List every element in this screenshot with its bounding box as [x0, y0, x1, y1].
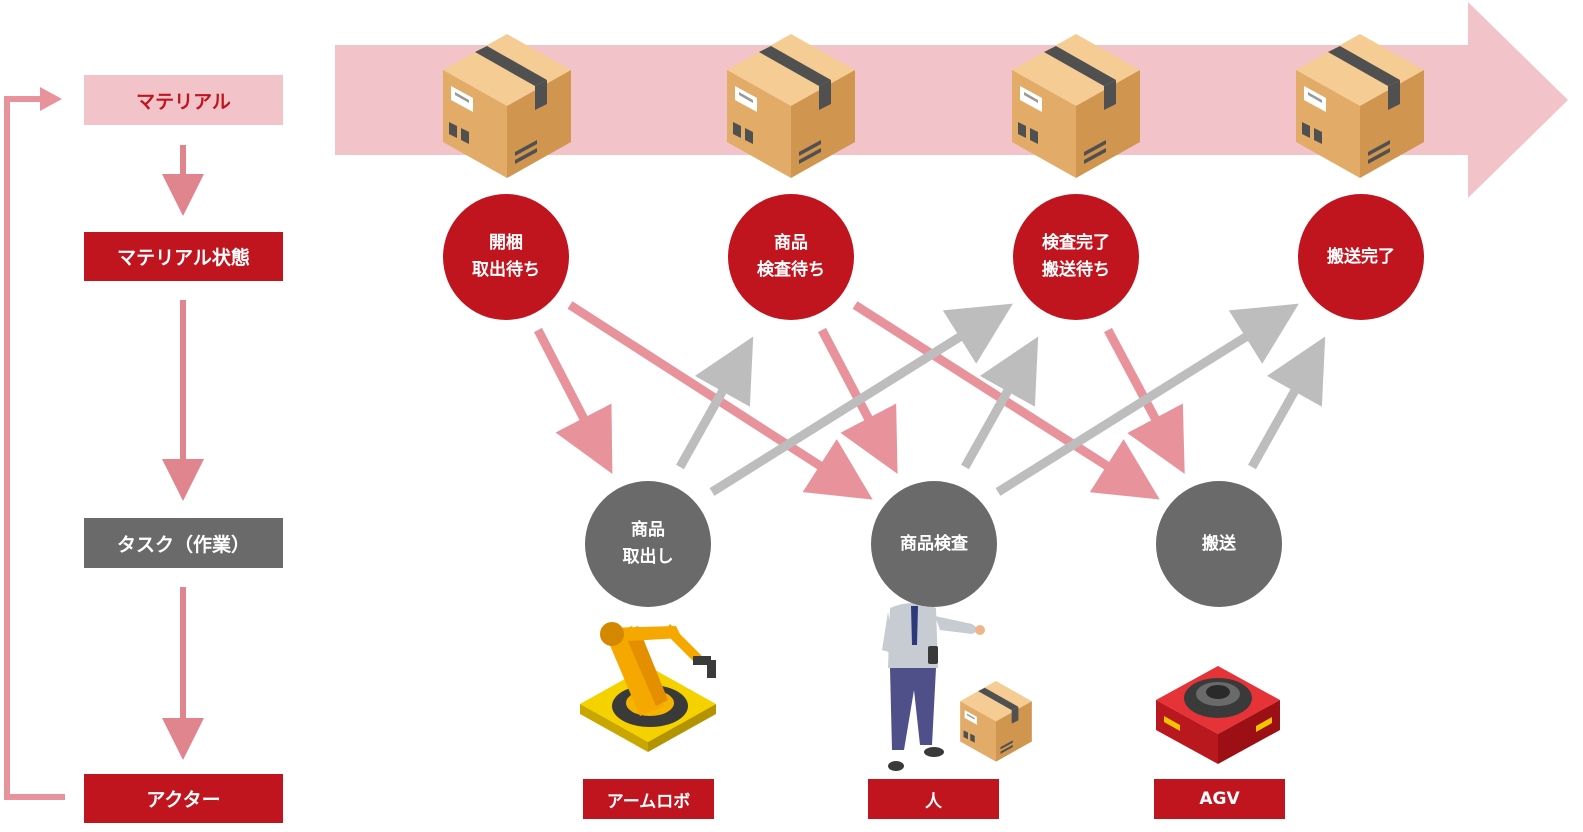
flow-arrow-task1-state3 [709, 303, 1013, 496]
task-label: 商品 取出し [622, 520, 674, 567]
material-flow-arrow [335, 2, 1568, 198]
task-circle-pick: 商品 取出し [585, 481, 711, 607]
state-circle-transport-done: 搬送完了 [1298, 194, 1424, 320]
legend-material: マテリアル [84, 75, 283, 125]
flow-arrow-task2-state3 [961, 336, 1039, 470]
flow-arrow-task1-state2 [676, 336, 754, 470]
state-label: 搬送完了 [1327, 246, 1395, 267]
actor-label-agv: AGV [1154, 779, 1285, 819]
legend-material-state: マテリアル状態 [84, 232, 283, 281]
worker-icon [882, 576, 985, 771]
state-circle-unpack-wait: 開梱 取出待ち [443, 194, 569, 320]
flow-arrow-state2-task3 [852, 301, 1160, 500]
legend-actor: アクター [84, 774, 283, 823]
feedback-loop-line [4, 96, 65, 800]
flow-arrow-state1-task1 [534, 327, 613, 474]
flow-arrow-state1-task2 [567, 301, 873, 500]
task-circle-transport: 搬送 [1156, 481, 1282, 607]
agv-icon [1156, 666, 1280, 764]
flow-arrow-task3-state4 [1248, 336, 1326, 470]
state-circle-inspect-wait: 商品 検査待ち [728, 194, 854, 320]
robot-arm-icon [580, 622, 716, 752]
flow-arrow-state2-task2 [818, 327, 898, 474]
state-label: 開梱 取出待ち [472, 233, 540, 280]
feedback-loop-arrowhead [40, 87, 62, 111]
task-circle-inspect: 商品検査 [871, 481, 997, 607]
task-label: 搬送 [1202, 533, 1236, 554]
legend-task: タスク（作業） [84, 518, 283, 568]
actor-label-human: 人 [868, 779, 999, 819]
flow-arrow-state3-task3 [1104, 327, 1185, 474]
flow-arrow-task2-state4 [995, 303, 1299, 496]
state-circle-transport-wait: 検査完了 搬送待ち [1013, 194, 1139, 320]
state-label: 検査完了 搬送待ち [1042, 233, 1110, 280]
actor-label-arm-robot: アームロボ [583, 779, 714, 819]
state-label: 商品 検査待ち [757, 233, 825, 280]
task-label: 商品検査 [900, 533, 968, 554]
worker-package-icon [960, 681, 1032, 762]
